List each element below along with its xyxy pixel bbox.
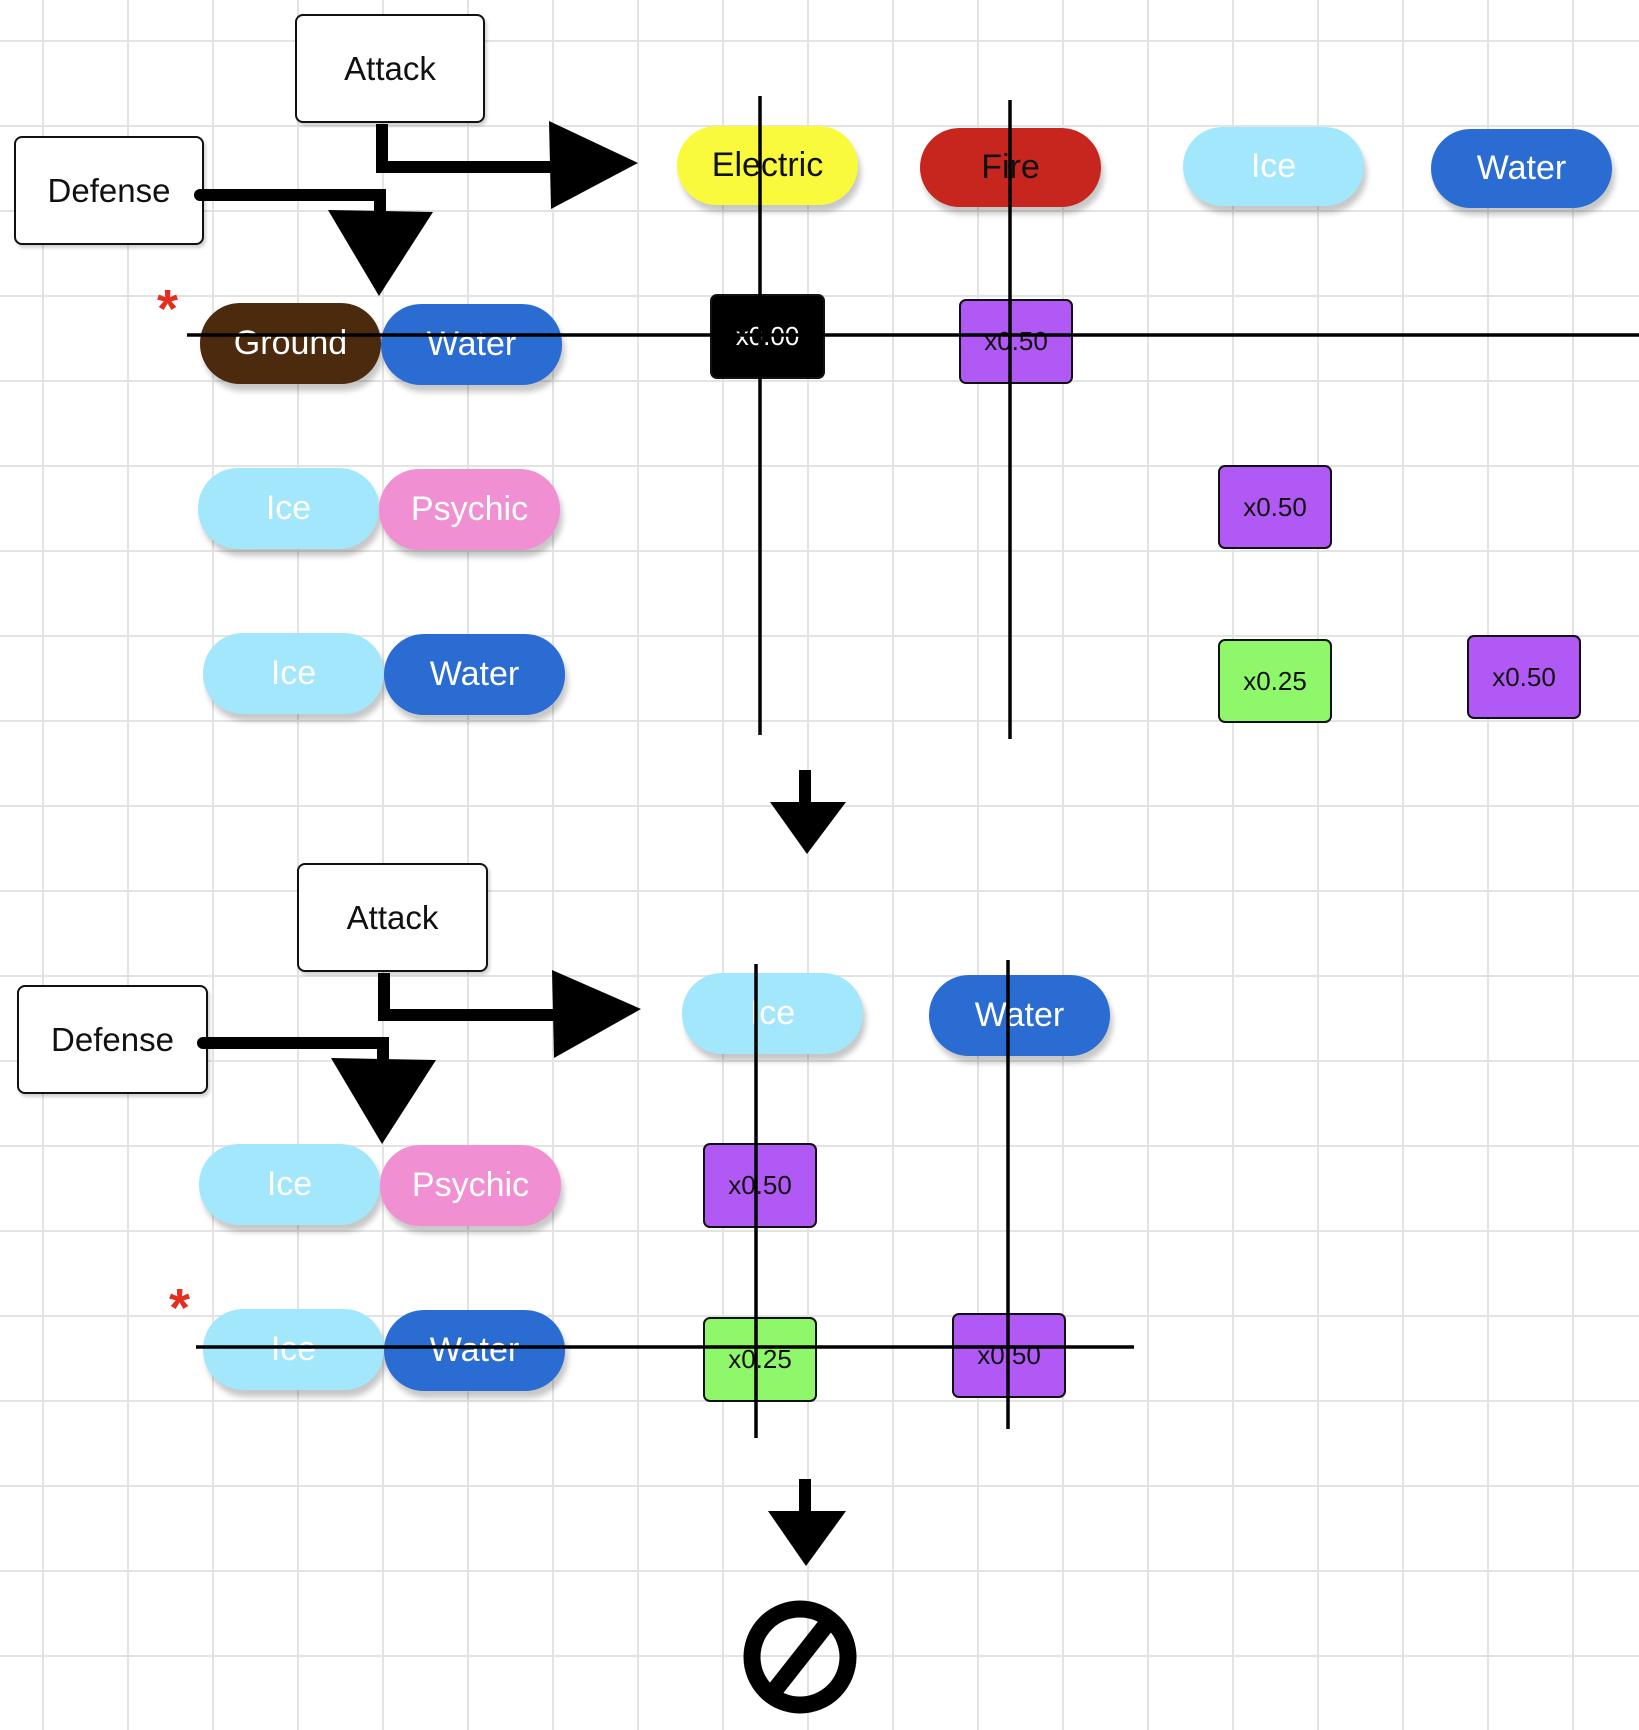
defense-label-box: Defense — [17, 985, 208, 1094]
attack-label-box: Attack — [297, 863, 488, 972]
down-arrow-head-icon — [768, 1511, 846, 1566]
defense-type-water: Water — [384, 634, 565, 715]
defense-type-ice: Ice — [199, 1144, 380, 1225]
defense-type-psychic: Psychic — [380, 1145, 561, 1226]
attack-arrow-line — [376, 124, 555, 173]
attack-type-ice: Ice — [682, 973, 863, 1054]
defense-type-ice: Ice — [203, 1309, 384, 1390]
defense-type-ground: Ground — [200, 303, 381, 384]
defense-type-ice: Ice — [198, 468, 379, 549]
multiplier-cell-immune: x0.00 — [710, 294, 825, 379]
down-arrow-head-icon — [328, 210, 433, 296]
multiplier-cell-quarter: x0.25 — [703, 1317, 817, 1402]
down-arrow-head-icon — [331, 1058, 436, 1144]
defense-arrow-line — [194, 189, 386, 229]
defense-type-psychic: Psychic — [379, 469, 560, 550]
attack-arrow-line — [378, 973, 558, 1021]
defense-type-water: Water — [384, 1310, 565, 1391]
attack-label-box: Attack — [295, 14, 485, 123]
multiplier-cell-quarter: x0.25 — [1218, 639, 1332, 723]
down-arrow-head-icon — [770, 802, 846, 854]
defense-type-water: Water — [381, 304, 562, 385]
defense-arrow-line — [197, 1037, 389, 1076]
multiplier-cell-half: x0.50 — [959, 299, 1073, 384]
multiplier-cell-half: x0.50 — [703, 1143, 817, 1228]
no-entry-icon — [743, 1600, 857, 1714]
right-arrow-head-icon — [552, 970, 641, 1058]
right-arrow-head-icon — [549, 121, 638, 209]
defense-type-ice: Ice — [203, 633, 384, 714]
attack-type-water: Water — [1431, 129, 1612, 208]
attack-type-ice: Ice — [1183, 127, 1364, 206]
row-marker-asterisk: * — [157, 279, 179, 339]
row-marker-asterisk: * — [169, 1278, 191, 1338]
multiplier-cell-half: x0.50 — [1467, 635, 1581, 719]
multiplier-cell-half: x0.50 — [1218, 465, 1332, 549]
attack-type-water: Water — [929, 975, 1110, 1056]
multiplier-cell-half: x0.50 — [952, 1313, 1066, 1398]
attack-type-electric: Electric — [677, 126, 858, 205]
defense-label-box: Defense — [14, 136, 204, 245]
attack-type-fire: Fire — [920, 128, 1101, 207]
